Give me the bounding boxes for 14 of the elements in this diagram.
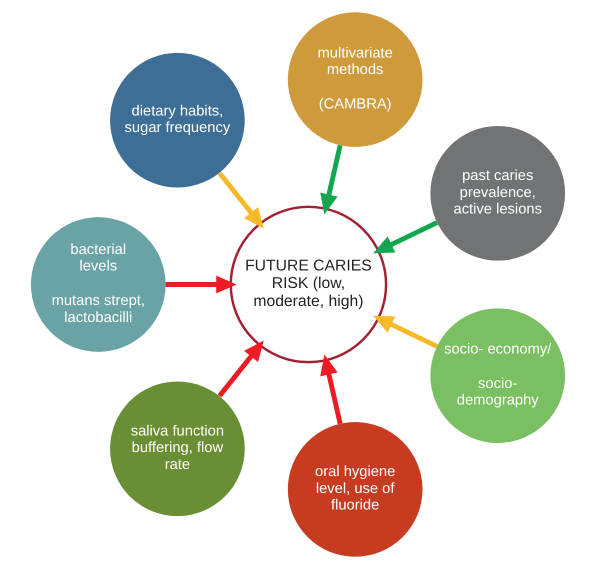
arrow [217,340,264,398]
node-circle: multivariate methods (CAMBRA) [287,12,422,147]
node-circle: past caries prevalence, active lesions [430,126,565,261]
node-circle: saliva function buffering, flow rate [110,381,244,516]
arrow [372,220,438,254]
arrow [320,144,342,214]
arrow [372,316,438,349]
arrow [217,172,264,228]
node-circle: socio- economy/ socio- demography [430,308,565,443]
arrow [320,354,342,424]
node-circle: dietary habits, sugar frequency [110,52,244,188]
node-circle: oral hygiene level, use of fluoride [287,422,422,557]
node-circle: bacterial levels mutans strept, lactobacilli [30,217,166,352]
arrow [165,276,236,294]
